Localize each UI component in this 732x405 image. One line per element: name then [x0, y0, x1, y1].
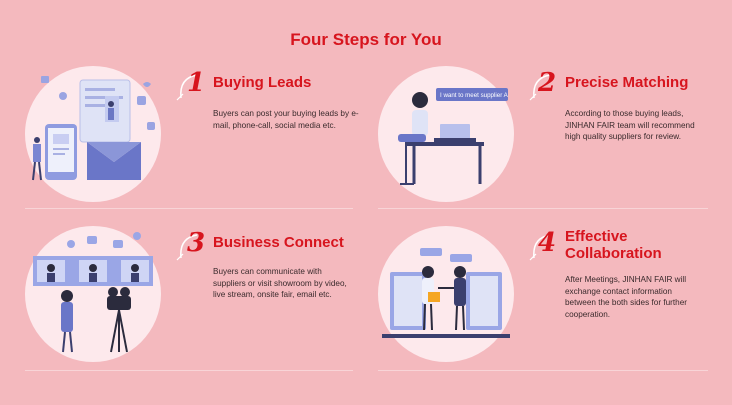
page-title: Four Steps for You	[290, 30, 442, 49]
step-arc-icon	[176, 234, 198, 261]
step-number: 2	[538, 68, 557, 98]
step-title: Effective Collaboration	[565, 228, 662, 262]
divider	[378, 208, 708, 209]
business-connect-illustration	[25, 226, 161, 362]
divider	[25, 370, 353, 371]
speech-bubble: I want to meet supplier A	[440, 92, 509, 99]
step-arc-icon	[529, 234, 551, 261]
step-card-buying-leads: 1 Buying Leads Buyers can post your buyi…	[25, 66, 365, 216]
buying-leads-illustration	[25, 66, 161, 202]
step-title: Business Connect	[213, 234, 344, 251]
step-description: Buyers can communicate with suppliers or…	[213, 267, 347, 299]
step-arc-icon	[176, 74, 198, 101]
precise-matching-illustration: I want to meet supplier A	[378, 66, 514, 202]
step-description: According to those buying leads, JINHAN …	[565, 109, 695, 141]
step-title: Precise Matching	[565, 74, 689, 91]
effective-collaboration-illustration	[378, 226, 514, 362]
step-description: After Meetings, JINHAN FAIR will exchang…	[565, 275, 687, 319]
divider	[25, 208, 353, 209]
step-number: 1	[187, 68, 206, 98]
step-card-precise-matching: I want to meet supplier A 2 Precise Matc…	[378, 66, 718, 216]
step-description: Buyers can post your buying leads by e-m…	[213, 109, 359, 130]
step-arc-icon	[529, 74, 551, 101]
divider	[378, 370, 708, 371]
step-number: 4	[538, 228, 557, 258]
step-card-effective-collaboration: 4 Effective Collaboration After Meetings…	[378, 226, 718, 376]
step-number: 3	[187, 228, 206, 258]
step-title: Buying Leads	[213, 74, 312, 91]
step-card-business-connect: 3 Business Connect Buyers can communicat…	[25, 226, 365, 376]
